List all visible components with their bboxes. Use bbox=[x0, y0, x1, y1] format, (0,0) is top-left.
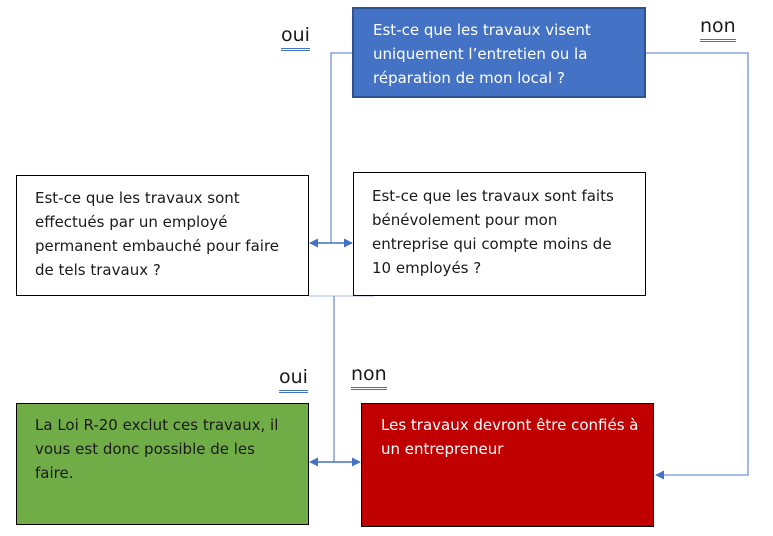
result-contractor-box: Les travaux devront être confiés à un en… bbox=[361, 403, 654, 527]
question-volunteer-box: Est-ce que les travaux sont faits bénévo… bbox=[353, 172, 646, 296]
connector-oui-top bbox=[330, 52, 352, 243]
question-volunteer-line-4: 10 employés ? bbox=[372, 259, 482, 277]
label-non-top: non bbox=[700, 15, 736, 42]
question-main-line-1: Est-ce que les travaux visent bbox=[373, 21, 591, 39]
question-employee-line-4: de tels travaux ? bbox=[35, 261, 161, 279]
question-volunteer-line-1: Est-ce que les travaux sont faits bbox=[372, 187, 614, 205]
question-main-line-3: réparation de mon local ? bbox=[373, 69, 565, 87]
question-employee-line-1: Est-ce que les travaux sont bbox=[35, 189, 240, 207]
label-oui-top: oui bbox=[281, 24, 310, 51]
label-non-bottom: non bbox=[351, 363, 387, 390]
result-excluded-box: La Loi R-20 exclut ces travaux, il vous … bbox=[16, 403, 309, 525]
question-volunteer-line-2: bénévolement pour mon bbox=[372, 211, 558, 229]
result-contractor-line-1: Les travaux devront être confiés à bbox=[381, 416, 639, 434]
question-volunteer-line-3: entreprise qui compte moins de bbox=[372, 235, 612, 253]
connector-non-top bbox=[646, 52, 749, 480]
question-employee-line-3: permanent embauché pour faire bbox=[35, 237, 280, 255]
label-oui-bottom: oui bbox=[279, 366, 308, 393]
result-contractor-line-2: un entrepreneur bbox=[381, 440, 504, 458]
result-excluded-line-2: vous est donc possible de les bbox=[35, 440, 255, 458]
question-employee-line-2: effectués par un employé bbox=[35, 213, 228, 231]
question-main-box: Est-ce que les travaux visent uniquement… bbox=[352, 7, 646, 98]
question-main-line-2: uniquement l’entretien ou la bbox=[373, 45, 588, 63]
result-excluded-line-1: La Loi R-20 exclut ces travaux, il bbox=[35, 416, 279, 434]
question-employee-box: Est-ce que les travaux sont effectués pa… bbox=[16, 175, 309, 296]
result-excluded-line-3: faire. bbox=[35, 464, 74, 482]
